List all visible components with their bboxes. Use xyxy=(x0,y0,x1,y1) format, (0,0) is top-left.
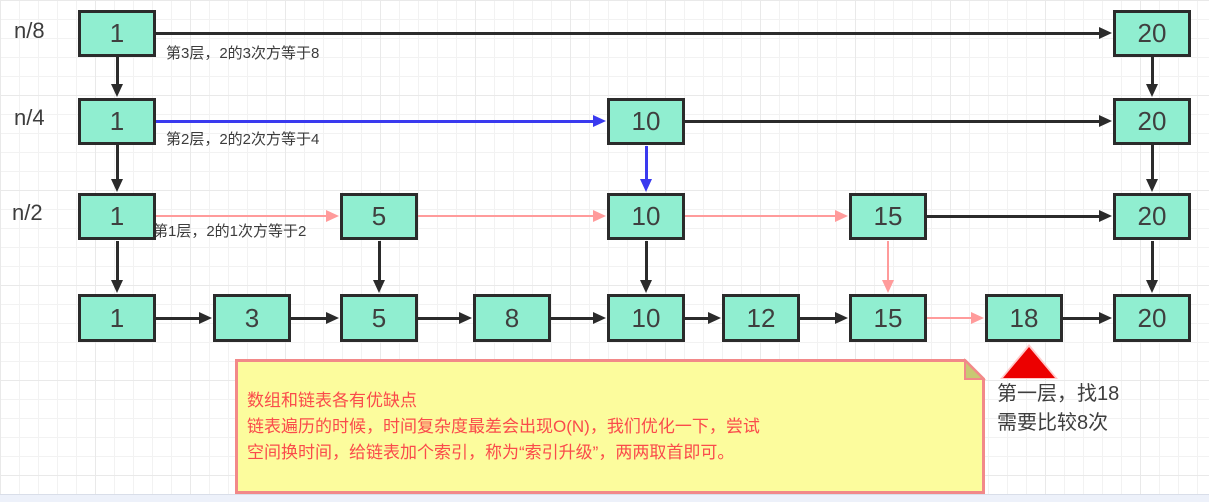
skiplist-node: 1 xyxy=(78,294,156,342)
edge-line xyxy=(115,57,119,86)
row-label: n/8 xyxy=(14,18,45,43)
skiplist-node: 15 xyxy=(849,294,927,342)
arrowhead-icon xyxy=(459,312,472,324)
edge-line xyxy=(685,119,1101,123)
window-bottom-edge xyxy=(0,494,1209,502)
edge-line xyxy=(685,316,710,320)
marker-triangle-icon xyxy=(1003,347,1055,378)
arrowhead-icon xyxy=(593,115,606,127)
edge-line xyxy=(800,316,837,320)
edge-line xyxy=(418,316,461,320)
note-line: 数组和链表各有优缺点 xyxy=(247,391,417,410)
arrowhead-icon xyxy=(1146,179,1158,192)
skiplist-node: 5 xyxy=(340,294,418,342)
skiplist-node: 15 xyxy=(849,193,927,240)
level-annotation: 第1层，2的1次方等于2 xyxy=(153,223,307,240)
edge-line xyxy=(644,241,648,282)
arrowhead-icon xyxy=(373,280,385,293)
skiplist-node: 20 xyxy=(1113,294,1191,342)
edge-line xyxy=(115,145,119,181)
arrowhead-icon xyxy=(111,84,123,97)
edge-line xyxy=(1063,316,1101,320)
arrowhead-icon xyxy=(882,280,894,293)
edge-line xyxy=(156,31,1101,35)
edge-line xyxy=(551,316,595,320)
note-line: 链表遍历的时候，时间复杂度最差会出现O(N)，我们优化一下，尝试 xyxy=(247,417,760,436)
edge-line xyxy=(1150,241,1154,282)
level-annotation: 第3层，2的3次方等于8 xyxy=(166,45,320,62)
edge-line xyxy=(1150,145,1154,181)
edge-line xyxy=(685,215,837,217)
arrowhead-icon xyxy=(326,312,339,324)
skiplist-node: 1 xyxy=(78,10,156,57)
level-annotation: 第2层，2的2次方等于4 xyxy=(166,131,320,148)
skiplist-node: 20 xyxy=(1113,193,1191,240)
edge-line xyxy=(156,215,328,217)
note-box xyxy=(235,358,986,494)
skiplist-node: 1 xyxy=(78,98,156,145)
arrowhead-icon xyxy=(835,210,848,222)
edge-line xyxy=(927,317,973,319)
edge-line xyxy=(418,215,595,217)
skiplist-node: 20 xyxy=(1113,98,1191,145)
arrowhead-icon xyxy=(1099,312,1112,324)
edge-line xyxy=(887,241,889,282)
arrowhead-icon xyxy=(971,312,984,324)
edge-line xyxy=(115,241,119,282)
skiplist-node: 12 xyxy=(722,294,800,342)
arrowhead-icon xyxy=(1099,210,1112,222)
skiplist-node: 10 xyxy=(607,98,685,145)
arrowhead-icon xyxy=(111,280,123,293)
edge-line xyxy=(156,119,595,123)
pointer-caption-line: 第一层，找18 xyxy=(997,383,1120,405)
edge-line xyxy=(156,316,201,320)
skiplist-node: 5 xyxy=(340,193,418,240)
skiplist-node: 10 xyxy=(607,193,685,240)
edge-line xyxy=(927,214,1101,218)
note-fold-icon xyxy=(964,358,986,380)
skiplist-node: 1 xyxy=(78,193,156,240)
note-text: 数组和链表各有优缺点链表遍历的时候，时间复杂度最差会出现O(N)，我们优化一下，… xyxy=(247,388,977,466)
arrowhead-icon xyxy=(640,179,652,192)
edge-line xyxy=(291,316,328,320)
skiplist-node: 20 xyxy=(1113,10,1191,57)
arrowhead-icon xyxy=(708,312,721,324)
arrowhead-icon xyxy=(593,312,606,324)
arrowhead-icon xyxy=(1099,115,1112,127)
skiplist-node: 10 xyxy=(607,294,685,342)
arrowhead-icon xyxy=(835,312,848,324)
row-label: n/4 xyxy=(14,105,45,130)
pointer-caption-line: 需要比较8次 xyxy=(997,412,1109,434)
arrowhead-icon xyxy=(199,312,212,324)
edge-line xyxy=(1150,57,1154,86)
arrowhead-icon xyxy=(326,210,339,222)
skiplist-node: 3 xyxy=(213,294,291,342)
skiplist-node: 18 xyxy=(985,294,1063,342)
arrowhead-icon xyxy=(593,210,606,222)
row-label: n/2 xyxy=(12,200,43,225)
arrowhead-icon xyxy=(111,179,123,192)
arrowhead-icon xyxy=(1146,280,1158,293)
arrowhead-icon xyxy=(640,280,652,293)
arrowhead-icon xyxy=(1099,27,1112,39)
pointer-caption: 第一层，找18 需要比较8次 xyxy=(997,380,1119,438)
edge-line xyxy=(644,146,648,181)
edge-line xyxy=(377,241,381,282)
arrowhead-icon xyxy=(1146,84,1158,97)
note-line: 空间换时间，给链表加个索引，称为“索引升级”，两两取首即可。 xyxy=(247,443,735,462)
skiplist-node: 8 xyxy=(473,294,551,342)
